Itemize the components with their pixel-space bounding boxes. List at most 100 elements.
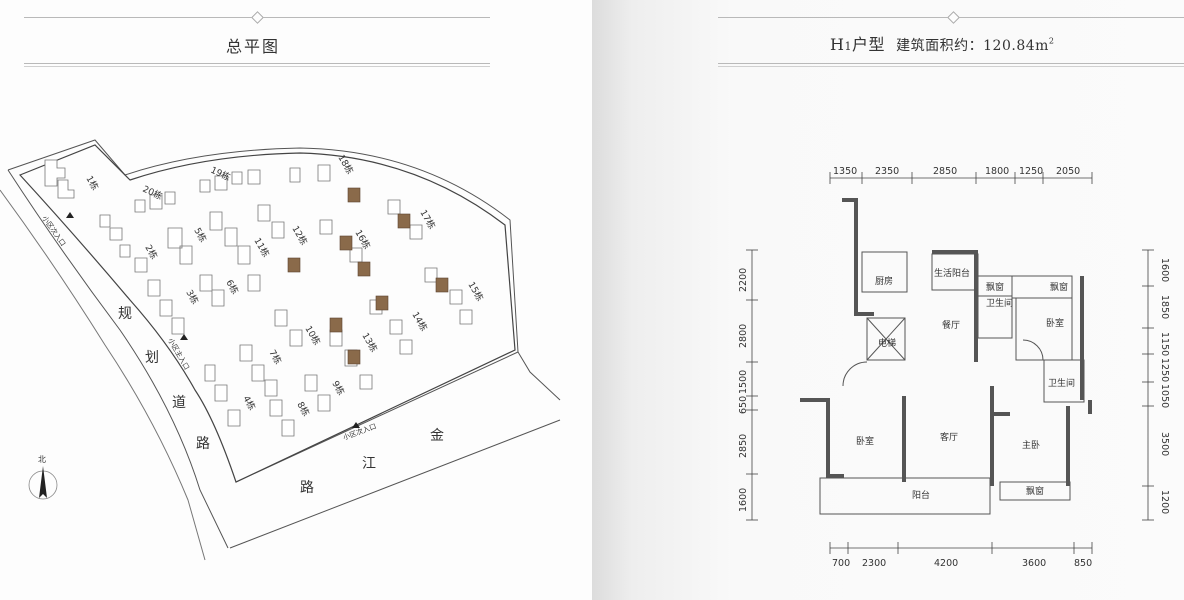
- entrance-arrow-1: [66, 212, 74, 218]
- title-area-label: 建筑面积约：: [896, 38, 984, 54]
- label-14: 14栋: [409, 310, 430, 334]
- building-7: [239, 344, 278, 397]
- site-boundary: [18, 144, 516, 483]
- highlighted-units: [287, 187, 449, 365]
- road-a-4: 路: [196, 436, 210, 452]
- highlight-17: [397, 213, 411, 229]
- dim-right-3: 1150: [1159, 332, 1170, 356]
- building-2: [119, 244, 148, 273]
- label-3: 3栋: [183, 288, 201, 307]
- dimension-lines: [746, 172, 1154, 554]
- room-balcony: 阳台: [912, 489, 930, 501]
- highlight-16b: [357, 261, 371, 277]
- north-icon: [39, 466, 47, 498]
- room-master: 主卧: [1022, 439, 1040, 451]
- label-6: 6栋: [223, 278, 241, 297]
- title-area-sup: 2: [1048, 36, 1055, 46]
- dim-bottom-1: 700: [832, 558, 850, 569]
- building-3: [147, 279, 185, 335]
- site-plan-title: 总平图: [226, 37, 281, 56]
- highlight-18: [347, 187, 361, 203]
- building-8: [269, 399, 295, 437]
- elevator-outline: [866, 317, 906, 361]
- label-10: 10栋: [302, 324, 323, 348]
- dim-left-5: 2850: [738, 434, 749, 458]
- title-prefix: H: [830, 35, 845, 54]
- north-arrow: 北: [28, 455, 58, 500]
- road-edge-west-2: [0, 189, 206, 561]
- room-bedroom-1: 卧室: [1046, 317, 1064, 329]
- highlight-12: [287, 257, 301, 273]
- dim-bottom-3: 4200: [934, 558, 958, 569]
- road-b-2: 江: [362, 456, 376, 472]
- room-bathroom-2: 卫生间: [1048, 377, 1075, 389]
- north-label: 北: [38, 455, 46, 464]
- entrance-secondary-1: 小区次入口: [40, 214, 67, 248]
- label-8: 8栋: [294, 400, 312, 419]
- kitchen-outline: [861, 251, 908, 293]
- building-11: [209, 211, 251, 265]
- building-18: [289, 164, 331, 183]
- road-a-3: 道: [172, 395, 186, 411]
- highlight-16a: [339, 235, 353, 251]
- title-rule-right: [718, 63, 1184, 64]
- entrance-main: 小区主入口: [166, 337, 191, 372]
- dim-top-3: 2850: [933, 166, 957, 177]
- building-1: [44, 159, 66, 187]
- room-bay-window-2: 飘窗: [1050, 281, 1068, 293]
- title-rule-right-2: [718, 66, 1184, 67]
- room-dining: 餐厅: [942, 319, 960, 331]
- room-bathroom-1: 卫生间: [986, 297, 1013, 309]
- dim-top-2: 2350: [875, 166, 899, 177]
- label-13: 13栋: [359, 331, 380, 355]
- title-index: 1: [844, 40, 852, 53]
- room-service-balcony: 生活阳台: [934, 267, 970, 279]
- building-4: [204, 364, 241, 427]
- dim-left-6: 1600: [738, 488, 749, 512]
- highlight-10: [329, 317, 343, 333]
- label-1: 1栋: [83, 174, 101, 193]
- building-6: [199, 274, 261, 307]
- site-plan-page: 总平图: [0, 11, 561, 561]
- buildings: [44, 159, 473, 437]
- dim-right-2: 1850: [1159, 295, 1170, 319]
- road-edge-south: [229, 419, 561, 549]
- room-bay-window-1: 飘窗: [986, 281, 1004, 293]
- road-names: 规 划 道 路 金 江 路: [118, 306, 444, 496]
- dim-top-1: 1350: [833, 166, 857, 177]
- road-a-1: 规: [118, 306, 132, 322]
- title-rule-2: [24, 66, 490, 67]
- road-b-1: 金: [430, 428, 444, 444]
- title-rule: [24, 63, 490, 64]
- label-11: 11栋: [251, 236, 272, 260]
- dim-bottom-4: 3600: [1022, 558, 1046, 569]
- dim-top-4: 1800: [985, 166, 1009, 177]
- building-labels: 1栋 2栋 3栋 4栋 5栋 6栋 7栋 8栋 9栋 10栋 11栋 12栋 1…: [83, 153, 486, 419]
- dim-bottom-5: 850: [1074, 558, 1092, 569]
- room-bedroom-2: 卧室: [856, 435, 874, 447]
- dim-bottom-2: 2300: [862, 558, 886, 569]
- highlight-14: [375, 295, 389, 311]
- road-edge-outer: [7, 139, 561, 401]
- building-1-b: [57, 179, 75, 199]
- label-12: 12栋: [289, 224, 310, 248]
- bay-window-3-outline: [999, 481, 1071, 501]
- label-18: 18栋: [335, 153, 356, 177]
- building-20: [134, 191, 176, 213]
- building-10: [274, 309, 303, 347]
- entrance-arrow-3: [352, 422, 360, 428]
- dim-left-2: 2800: [738, 324, 749, 348]
- floor-plan: 1350 2350 2850 1800 1250 2050 700 2300 4…: [738, 166, 1170, 569]
- label-4: 4栋: [240, 394, 258, 413]
- road-a-2: 划: [145, 350, 159, 366]
- dim-right-5: 1050: [1159, 384, 1170, 408]
- door-swing: [842, 361, 868, 387]
- label-9: 9栋: [329, 379, 347, 398]
- building-19: [199, 169, 261, 193]
- highlight-13: [347, 349, 361, 365]
- road-edge-west: [7, 169, 229, 549]
- dim-left-1: 2200: [738, 268, 749, 292]
- building-2a: [99, 214, 123, 241]
- title-type: 户型: [851, 35, 885, 54]
- floor-plan-title: H1户型 建筑面积约：120.84m2: [830, 31, 1055, 55]
